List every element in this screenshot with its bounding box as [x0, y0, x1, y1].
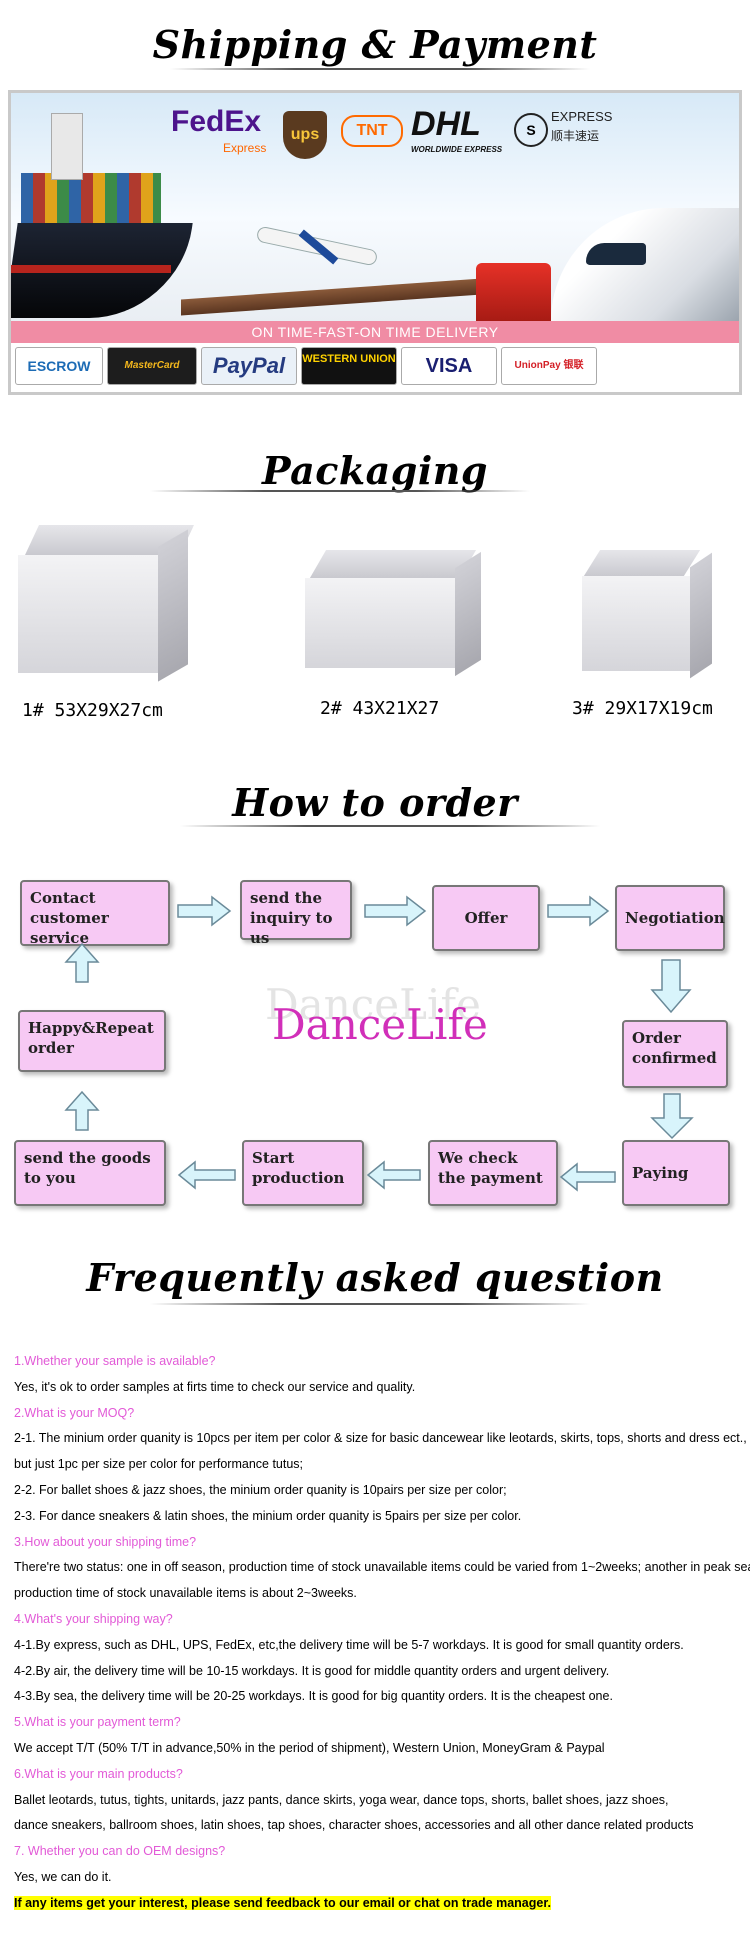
faq-question: 6.What is your main products?	[14, 1766, 183, 1781]
arrow-left-3	[177, 1160, 236, 1190]
delivery-text: ON TIME-FAST-ON TIME DELIVERY	[251, 324, 499, 340]
dancelife-logo-shadow: DanceLife	[265, 980, 481, 1029]
faq-heading: Frequently asked question	[86, 1255, 664, 1300]
box-1-front	[18, 555, 158, 673]
sf-express-label: EXPRESS	[551, 109, 613, 124]
arrow-up-1	[64, 1090, 100, 1131]
faq-answer: production time of stock unavailable ite…	[14, 1586, 357, 1601]
truck-icon	[476, 263, 551, 321]
faq-question: 2.What is your MOQ?	[14, 1405, 135, 1420]
faq-answer: 4-2.By air, the delivery time will be 10…	[14, 1663, 610, 1678]
arrow-right-3	[547, 895, 610, 927]
dhl-worldwide-label: WORLDWIDE EXPRESS	[411, 145, 503, 154]
faq-answer: Yes, we can do it.	[14, 1870, 112, 1884]
faq-answer: There're two status: one in off season, …	[14, 1560, 750, 1575]
packaging-label-2: 2# 43X21X27	[320, 698, 440, 719]
dancelife-logo: DanceLife	[272, 1000, 488, 1049]
ship-tower	[51, 113, 83, 180]
order-heading-rule	[180, 825, 600, 827]
arrow-down-2	[650, 1093, 694, 1140]
faq-answer: 2-2. For ballet shoes & jazz shoes, the …	[14, 1483, 507, 1497]
dhl-logo: DHL	[411, 105, 481, 143]
arrow-left-1	[559, 1162, 616, 1192]
step-happy-repeat-order: Happy&Repeat order	[18, 1010, 166, 1072]
faq-question: 4.What's your shipping way?	[14, 1612, 173, 1626]
step-contact-customer-service: Contact customer service	[20, 880, 170, 947]
faq-question: 1.Whether your sample is available?	[14, 1354, 216, 1368]
arrow-right-1	[177, 895, 232, 927]
visa-logo: VISA	[401, 347, 497, 385]
faq-answer: Yes, it's ok to order samples at firts t…	[14, 1379, 416, 1394]
step-send-inquiry: send the inquiry to us	[240, 880, 352, 947]
western-union-logo: WESTERN UNION	[301, 347, 397, 385]
shipping-heading: Shipping & Payment	[152, 22, 598, 67]
packaging-heading: Packaging	[262, 448, 488, 493]
faq-answer: 2-1. The minium order quanity is 10pcs p…	[14, 1431, 747, 1446]
escrow-logo: ESCROW	[15, 347, 103, 385]
faq-answer: 4-1.By express, such as DHL, UPS, FedEx,…	[14, 1637, 684, 1652]
faq-question: 7. Whether you can do OEM designs?	[14, 1844, 226, 1859]
faq-answer: 4-3.By sea, the delivery time will be 20…	[14, 1689, 613, 1704]
mastercard-logo: MasterCard	[107, 347, 197, 385]
ship-containers	[21, 173, 161, 228]
step-send-goods: send the goods to you	[14, 1140, 166, 1206]
unionpay-logo: UnionPay 银联	[501, 347, 597, 385]
faq-question: 3.How about your shipping time?	[14, 1534, 197, 1549]
arrow-right-2	[364, 895, 427, 927]
faq-answer: 2-3. For dance sneakers & latin shoes, t…	[14, 1508, 522, 1523]
step-offer: Offer	[432, 885, 540, 951]
sf-express-icon: S	[514, 113, 548, 147]
faq-answer: but just 1pc per size per color for perf…	[14, 1457, 304, 1472]
step-order-confirmed: Order confirmed	[622, 1020, 728, 1088]
faq-heading-rule	[150, 1303, 590, 1305]
step-check-payment: We check the payment	[428, 1140, 558, 1206]
shipping-heading-rule	[170, 68, 590, 70]
ship-stripe	[11, 265, 171, 273]
tnt-logo: TNT	[341, 115, 403, 147]
packaging-heading-rule	[150, 490, 530, 492]
fedex-logo: FedEx	[171, 105, 262, 138]
shipping-banner: FedEx Express ups TNT DHL WORLDWIDE EXPR…	[8, 90, 742, 395]
arrow-left-2	[366, 1160, 421, 1190]
sf-express-chinese: 顺丰速运	[551, 129, 600, 143]
arrow-down-1	[650, 959, 692, 1014]
faq-answer: dance sneakers, ballroom shoes, latin sh…	[14, 1818, 694, 1833]
box-2-front	[305, 578, 455, 668]
train-window	[586, 243, 646, 265]
packaging-label-1: 1# 53X29X27cm	[22, 700, 163, 721]
faq-answer: Ballet leotards, tutus, tights, unitards…	[14, 1792, 669, 1807]
step-start-production: Start production	[242, 1140, 364, 1206]
paypal-logo: PayPal	[201, 347, 297, 385]
ups-logo: ups	[283, 111, 327, 159]
delivery-strip	[11, 321, 739, 343]
step-negotiation: Negotiation	[615, 885, 725, 951]
arrow-up-2	[64, 942, 100, 983]
faq-highlight-note: If any items get your interest, please s…	[14, 1894, 551, 1912]
faq-question: 5.What is your payment term?	[14, 1715, 181, 1730]
box-3-front	[582, 576, 690, 671]
order-heading: How to order	[232, 780, 518, 825]
faq-highlight-text: If any items get your interest, please s…	[14, 1895, 551, 1910]
faq-answer: We accept T/T (50% T/T in advance,50% in…	[14, 1741, 605, 1755]
fedex-express-label: Express	[223, 141, 267, 155]
step-paying: Paying	[622, 1140, 730, 1206]
packaging-label-3: 3# 29X17X19cm	[572, 698, 713, 719]
